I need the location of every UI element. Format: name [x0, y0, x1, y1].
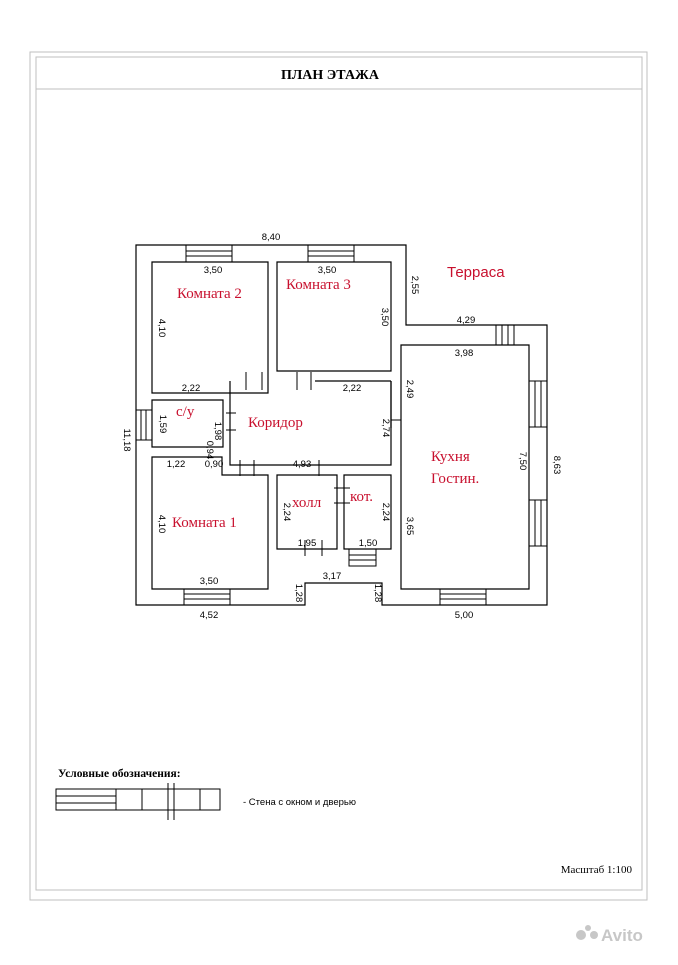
dim-toilet-right: 1,98	[212, 422, 223, 441]
window-room1	[183, 588, 231, 606]
kitchen-wall	[400, 344, 530, 590]
legend-symbol	[55, 783, 221, 820]
hall-wall	[276, 474, 338, 550]
entrance-steps	[348, 548, 377, 567]
outer-frame	[29, 51, 648, 901]
door-terrace	[495, 324, 515, 346]
window-room3	[307, 244, 355, 263]
legend-heading: Условные обозначения:	[58, 768, 181, 780]
inner-frame	[35, 56, 643, 891]
window-kitchen-bottom	[439, 588, 487, 606]
dim-room1-height: 4,10	[156, 515, 167, 534]
outer-wall	[135, 244, 548, 606]
dim-hall-height: 2,24	[281, 503, 292, 522]
dim-room3-width: 3,50	[318, 265, 337, 276]
dim-left-total: 11,18	[121, 428, 132, 451]
kitchen-label-line1: Кухня	[431, 449, 470, 465]
dim-kitchen-height: 7,50	[517, 452, 528, 471]
watermark-text: Avito	[601, 926, 643, 945]
dim-boiler-height: 2,24	[380, 503, 391, 522]
legend-description: - Стена с окном и дверью	[243, 797, 356, 808]
dim-toilet-door: 0,94	[204, 441, 215, 460]
dim-kitchen-left-upper: 2,49	[404, 380, 415, 399]
dim-bottom-left: 4,52	[200, 610, 219, 621]
window-kitchen-right-2	[528, 499, 548, 547]
room1-wall	[151, 456, 269, 590]
dim-corridor-top: 2,22	[343, 383, 362, 394]
terrace-label: Терраса	[447, 264, 505, 281]
dim-top-total: 8,40	[262, 232, 281, 243]
room2-label: Комната 2	[177, 286, 242, 302]
dim-room1-top-left: 1,22	[167, 459, 186, 470]
door-marks	[226, 372, 401, 556]
boiler-label: кот.	[350, 489, 373, 505]
dim-kitchen-left-lower: 3,65	[404, 517, 415, 536]
window-kitchen-right-1	[528, 380, 548, 428]
dim-corridor-bottom: 4,93	[293, 459, 312, 470]
avito-watermark: Avito	[576, 925, 643, 945]
dim-room2-height: 4,10	[156, 319, 167, 338]
boiler-wall	[343, 474, 392, 550]
corridor-label: Коридор	[248, 415, 303, 431]
room2-wall	[151, 261, 269, 394]
dim-entrance-left: 1,28	[293, 584, 304, 603]
page-title: ПЛАН ЭТАЖА	[281, 68, 380, 83]
dim-bottom-right: 5,00	[455, 610, 474, 621]
dim-room2-width: 3,50	[204, 265, 223, 276]
toilet-label: с/у	[176, 404, 195, 420]
dim-kitchen-top: 3,98	[455, 348, 474, 359]
window-toilet	[135, 409, 153, 441]
dim-terrace-top: 4,29	[457, 315, 476, 326]
dim-boiler-width: 1,50	[359, 538, 378, 549]
dim-room1-top-right: 0,90	[205, 459, 224, 470]
dim-entrance-width: 3,17	[323, 571, 342, 582]
scale-label: Масштаб 1:100	[561, 864, 633, 876]
hall-label: холл	[292, 495, 322, 511]
dim-terrace-side: 2,55	[409, 276, 420, 295]
dim-right-total: 8,63	[551, 456, 562, 475]
dim-room2-bottom: 2,22	[182, 383, 201, 394]
kitchen-label-line2: Гостин.	[431, 471, 479, 487]
room1-label: Комната 1	[172, 515, 237, 531]
window-room2	[185, 244, 233, 263]
dimension-labels: 8,40 3,50 3,50 4,10 3,50 2,22 2,22 2,55 …	[121, 232, 562, 621]
dim-room3-height: 3,50	[379, 308, 390, 327]
windows	[135, 244, 548, 606]
dim-hall-width: 1,95	[298, 538, 317, 549]
dim-corridor-right: 2,74	[380, 419, 391, 438]
room3-label: Комната 3	[286, 277, 351, 293]
dim-room1-width: 3,50	[200, 576, 219, 587]
dim-toilet-height: 1,59	[157, 415, 168, 434]
dim-entrance-right: 1,28	[372, 584, 383, 603]
